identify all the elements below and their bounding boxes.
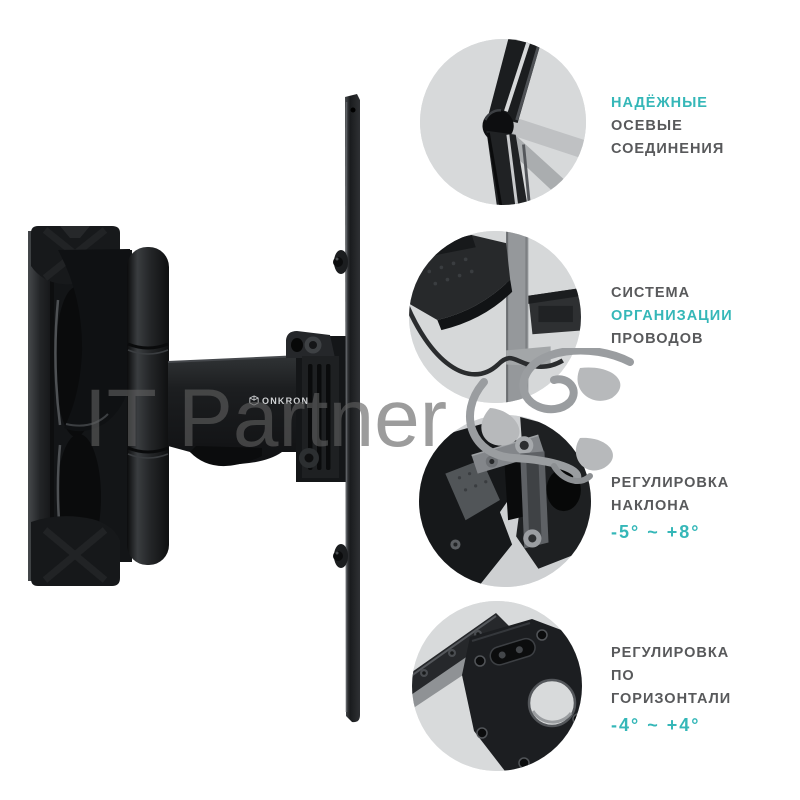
- tilt-adjustment-closeup: [419, 415, 591, 587]
- feature-label-axial-joints: НАДЁЖНЫЕ ОСЕВЫЕ СОЕДИНЕНИЯ: [611, 92, 796, 161]
- feature-image-horizontal-adjustment: [412, 601, 582, 771]
- wall-mount-side-view-photo: [28, 94, 360, 723]
- tv-bracket-joint: [286, 331, 346, 482]
- feature-line: ОРГАНИЗАЦИИ: [611, 308, 733, 324]
- axial-joints-closeup: [420, 39, 586, 205]
- feature-line: НАДЁЖНЫЕ: [611, 95, 708, 111]
- feature-line: ГОРИЗОНТАЛИ: [611, 691, 732, 707]
- feature-line: СОЕДИНЕНИЯ: [611, 141, 725, 157]
- horizontal-adjustment-closeup: [412, 601, 582, 771]
- cable-management-closeup: [409, 231, 581, 403]
- wall-plate-assembly: [28, 226, 169, 586]
- feature-label-horizontal-adjustment: РЕГУЛИРОВКА ПО ГОРИЗОНТАЛИ -4° ~ +4°: [611, 642, 796, 737]
- feature-line: РЕГУЛИРОВКА: [611, 475, 730, 491]
- feature-image-tilt-adjustment: [419, 415, 591, 587]
- onkron-logo: ONKRON: [249, 395, 309, 406]
- feature-image-cable-management: [409, 231, 581, 403]
- feature-line: ПРОВОДОВ: [611, 331, 704, 347]
- onkron-brand-text: ONKRON: [262, 395, 310, 406]
- feature-line: СИСТЕМА: [611, 285, 691, 301]
- mount-arm: [167, 355, 303, 467]
- feature-degree-range: -5° ~ +8°: [611, 522, 701, 542]
- feature-line: РЕГУЛИРОВКА: [611, 645, 730, 661]
- feature-label-cable-management: СИСТЕМА ОРГАНИЗАЦИИ ПРОВОДОВ: [611, 282, 796, 351]
- onkron-cube-icon: [249, 395, 259, 406]
- feature-line: НАКЛОНА: [611, 498, 691, 514]
- feature-image-axial-joints: [420, 39, 586, 205]
- feature-line: ОСЕВЫЕ: [611, 118, 683, 134]
- feature-label-tilt-adjustment: РЕГУЛИРОВКА НАКЛОНА -5° ~ +8°: [611, 472, 796, 544]
- feature-line: ПО: [611, 668, 635, 684]
- feature-degree-range: -4° ~ +4°: [611, 715, 701, 735]
- tv-plate: [333, 94, 360, 723]
